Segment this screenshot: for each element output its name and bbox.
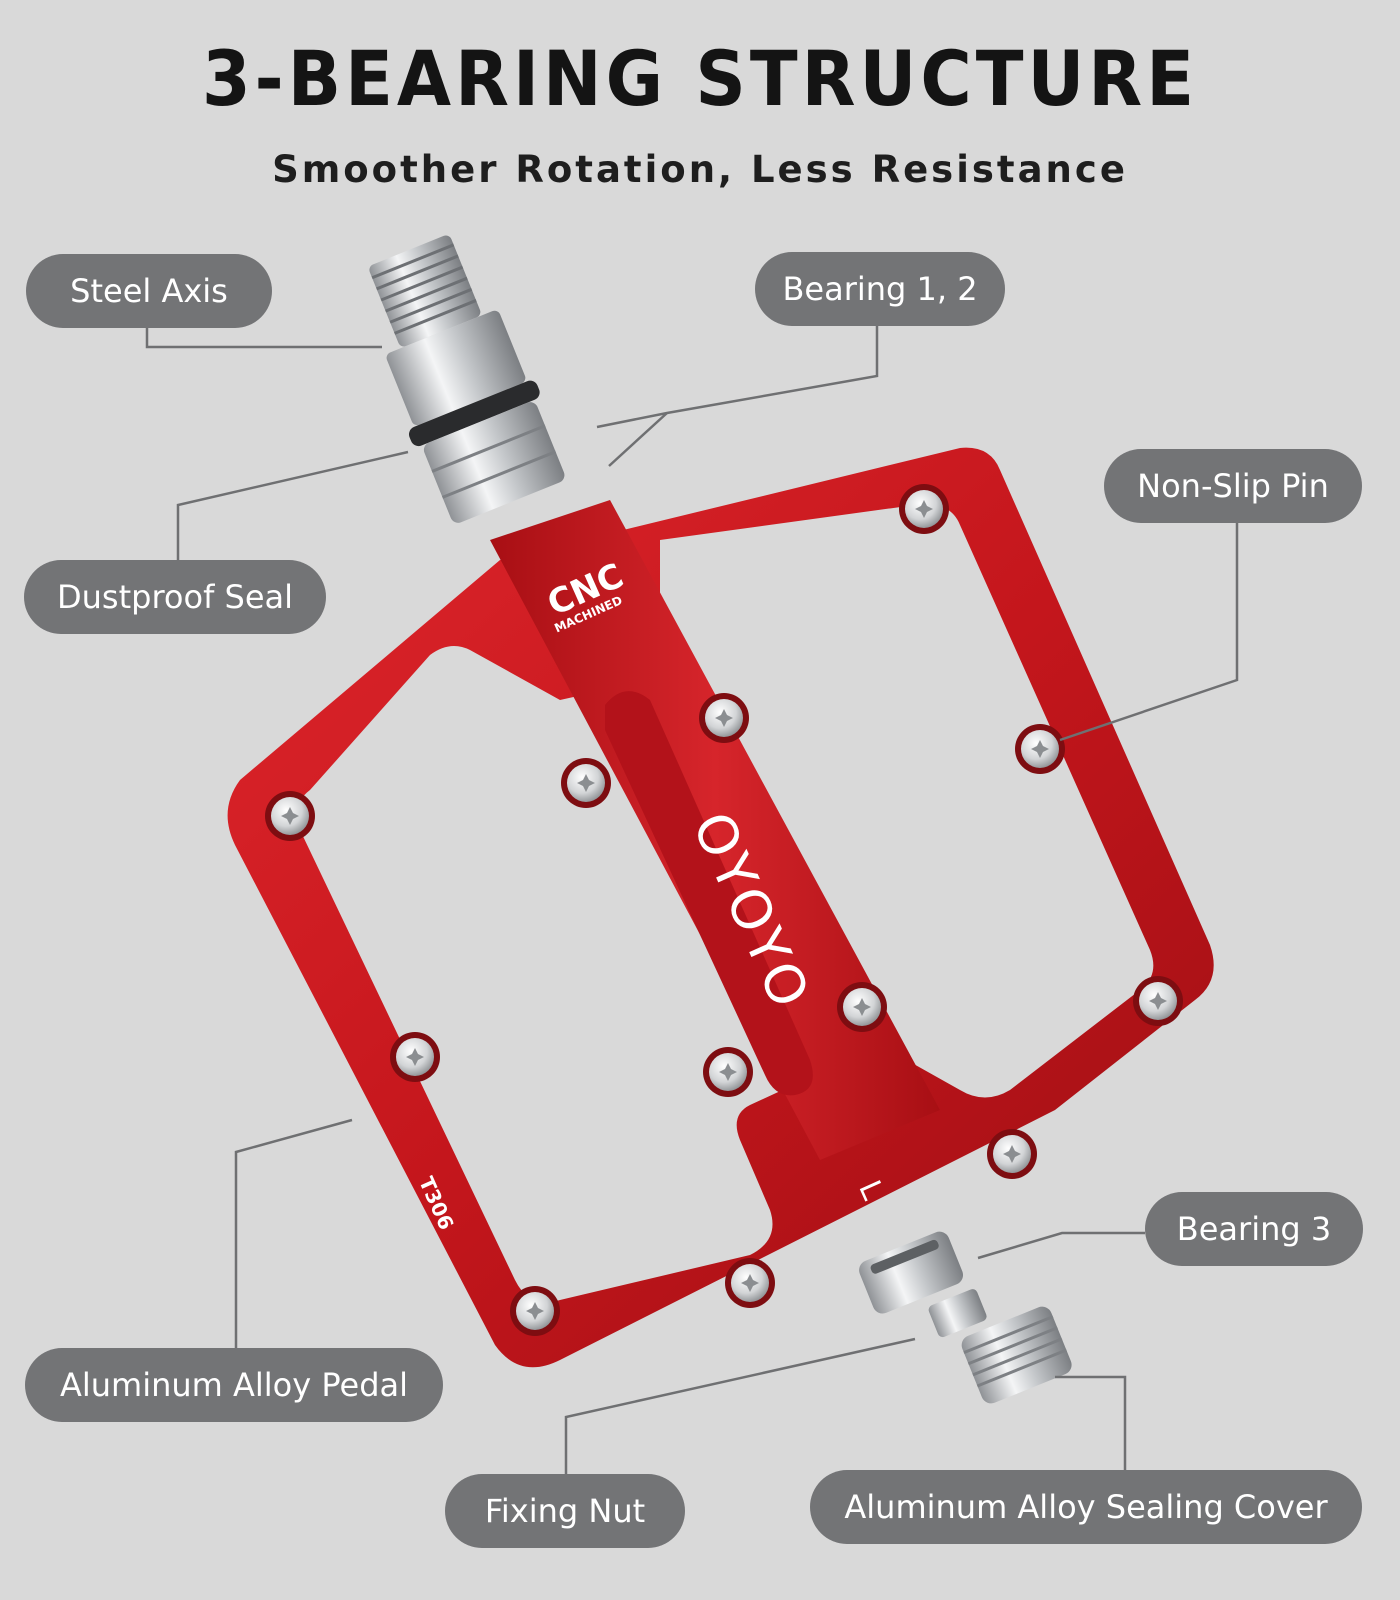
non-slip-pin [725, 1258, 775, 1308]
label-fixing-nut: Fixing Nut [445, 1474, 685, 1548]
label-bearing-3: Bearing 3 [1145, 1192, 1363, 1266]
label-aluminum-alloy-sealing-cover: Aluminum Alloy Sealing Cover [810, 1470, 1362, 1544]
sealing-cover-part [961, 1306, 1072, 1404]
steel-axis-assembly [369, 235, 565, 523]
leader-aluminum-alloy-pedal [234, 1118, 353, 1348]
non-slip-pin [699, 693, 749, 743]
leader-bearing-3 [977, 1231, 1145, 1260]
bearing-3-assembly [859, 1231, 1072, 1404]
leader-lines [145, 325, 1239, 1474]
label-dustproof-seal: Dustproof Seal [24, 560, 326, 634]
dustproof-seal-ring [409, 380, 540, 447]
leader-bearing-1-2 [596, 325, 879, 429]
label-bearing-1-2: Bearing 1, 2 [755, 252, 1005, 326]
label-steel-axis: Steel Axis [26, 254, 272, 328]
non-slip-pin [390, 1032, 440, 1082]
non-slip-pin [899, 484, 949, 534]
non-slip-pin [265, 791, 315, 841]
non-slip-pin [561, 758, 611, 808]
steel-axis-thread [369, 235, 481, 347]
label-aluminum-alloy-pedal: Aluminum Alloy Pedal [25, 1348, 443, 1422]
leader-bearing-1-2-branch [608, 412, 668, 467]
non-slip-pins [265, 484, 1183, 1336]
leader-steel-axis [145, 325, 382, 349]
leader-fixing-nut [564, 1337, 916, 1474]
page-subtitle: Smoother Rotation, Less Resistance [272, 148, 1128, 191]
leader-dustproof-seal [176, 450, 409, 560]
non-slip-pin [837, 982, 887, 1032]
non-slip-pin [1133, 976, 1183, 1026]
fixing-nut-part [928, 1289, 987, 1338]
label-non-slip-pin: Non-Slip Pin [1104, 449, 1362, 523]
non-slip-pin [703, 1047, 753, 1097]
non-slip-pin [1015, 724, 1065, 774]
aluminum-alloy-pedal-body [227, 447, 1214, 1368]
page-title: 3-BEARING STRUCTURE [201, 34, 1199, 124]
non-slip-pin [987, 1129, 1037, 1179]
steel-axis-hex [386, 310, 526, 426]
leader-non-slip-pin [1059, 520, 1239, 742]
non-slip-pin [510, 1286, 560, 1336]
leader-sealing-cover [1055, 1375, 1127, 1470]
bearing-3-part [859, 1231, 964, 1314]
